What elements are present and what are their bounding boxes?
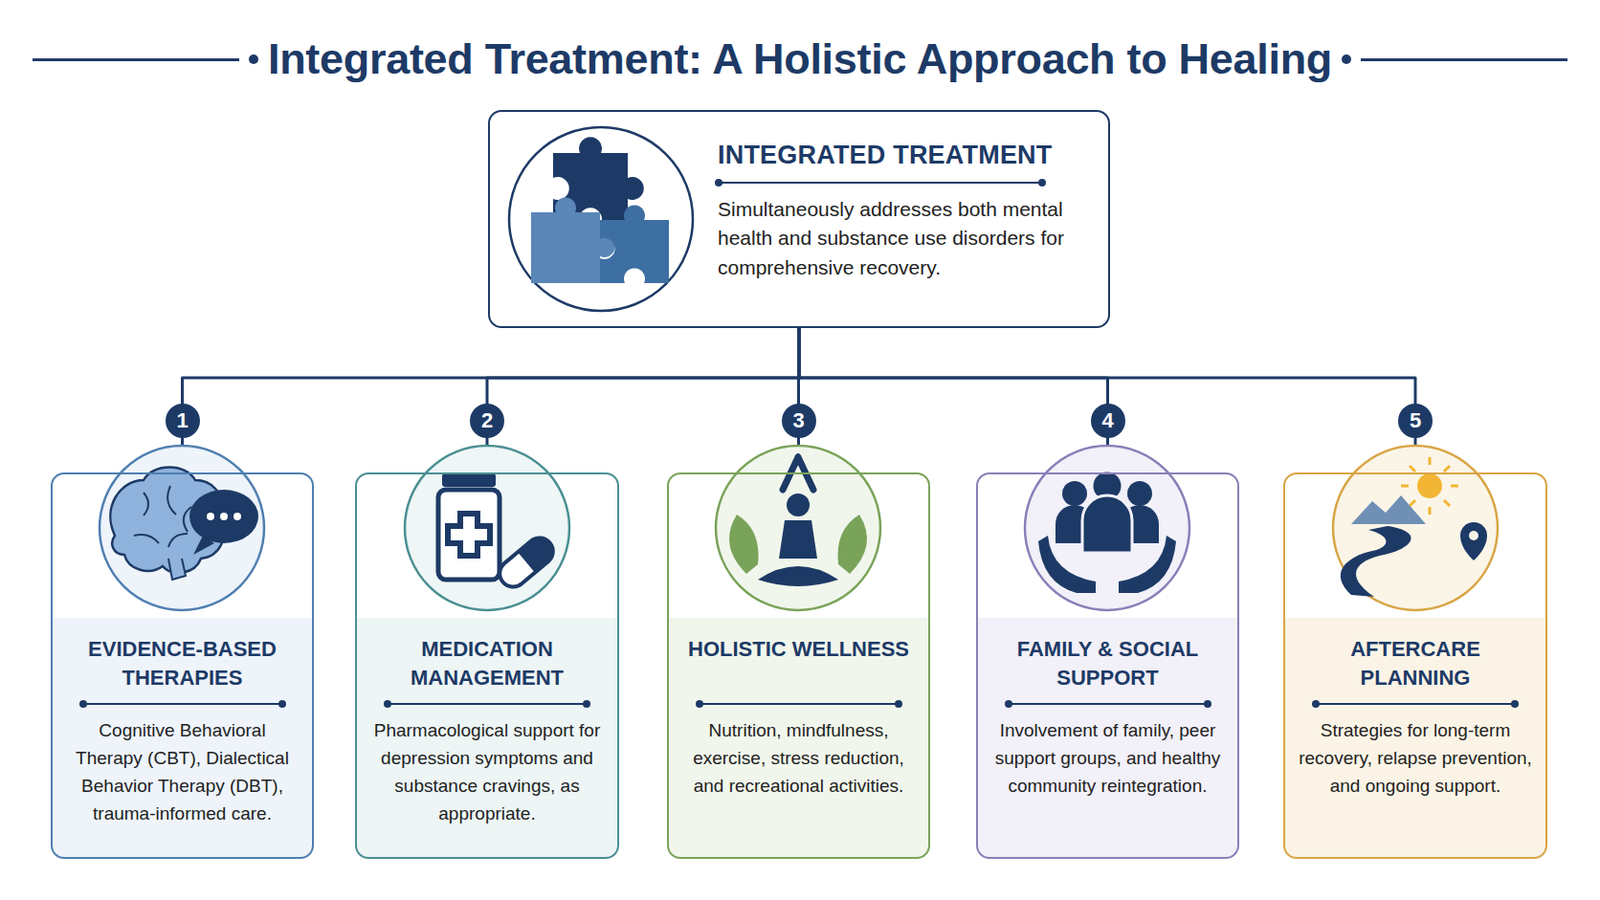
tree-connector bbox=[799, 328, 1109, 473]
box-heading: AFTERCARE PLANNING bbox=[1296, 635, 1534, 692]
heading-rule bbox=[386, 703, 588, 706]
title-rule bbox=[32, 58, 240, 62]
box-body: Pharmacological support for depression s… bbox=[368, 716, 606, 828]
box-body: Cognitive Behavioral Therapy (CBT), Dial… bbox=[64, 716, 301, 828]
callout-number: 2 bbox=[469, 403, 505, 439]
title-rule bbox=[1360, 58, 1568, 62]
title-dot bbox=[1341, 54, 1352, 65]
box-body: Nutrition, mindfulness, exercise, stress… bbox=[680, 716, 917, 800]
box-heading: MEDICATION MANAGEMENT bbox=[368, 635, 606, 692]
box-heading: EVIDENCE-BASED THERAPIES bbox=[64, 635, 301, 692]
main-box: INTEGRATED TREATMENT Simultaneously addre… bbox=[488, 110, 1111, 329]
box-heading: INTEGRATED TREATMENT bbox=[717, 140, 1088, 171]
callout-number: 4 bbox=[1090, 403, 1126, 439]
heading-rule bbox=[698, 703, 900, 706]
pillar-card: EVIDENCE-BASED THERAPIES Cognitive Behavi… bbox=[50, 472, 314, 860]
diagram-title: Integrated Treatment: A Holistic Approac… bbox=[267, 34, 1333, 85]
pillar-card: MEDICATION MANAGEMENT Pharmacological sup… bbox=[355, 472, 620, 860]
heading-rule bbox=[717, 181, 1044, 184]
box-body: Strategies for long-term recovery, relap… bbox=[1296, 716, 1534, 800]
box-body: Simultaneously addresses both mental hea… bbox=[717, 195, 1088, 283]
callout-number: 5 bbox=[1398, 403, 1433, 439]
puzzle-icon bbox=[509, 127, 693, 312]
tree-connector bbox=[487, 328, 800, 473]
title-dot bbox=[248, 54, 259, 65]
heading-rule bbox=[82, 703, 284, 706]
callout-number: 3 bbox=[781, 403, 817, 439]
pillar-card: FAMILY & SOCIAL SUPPORT Involvement of fa… bbox=[976, 472, 1240, 860]
box-heading: HOLISTIC WELLNESS bbox=[680, 635, 917, 692]
title-row: Integrated Treatment: A Holistic Approac… bbox=[0, 21, 1600, 98]
box-heading: FAMILY & SOCIAL SUPPORT bbox=[989, 635, 1226, 692]
box-body: Involvement of family, peer support grou… bbox=[989, 716, 1226, 800]
heading-rule bbox=[1314, 703, 1516, 706]
pillar-card: HOLISTIC WELLNESS Nutrition, mindfulness,… bbox=[666, 472, 931, 860]
heading-rule bbox=[1007, 703, 1209, 706]
pillar-card: AFTERCARE PLANNING Strategies for long-te… bbox=[1283, 472, 1548, 860]
callout-number: 1 bbox=[165, 403, 200, 439]
